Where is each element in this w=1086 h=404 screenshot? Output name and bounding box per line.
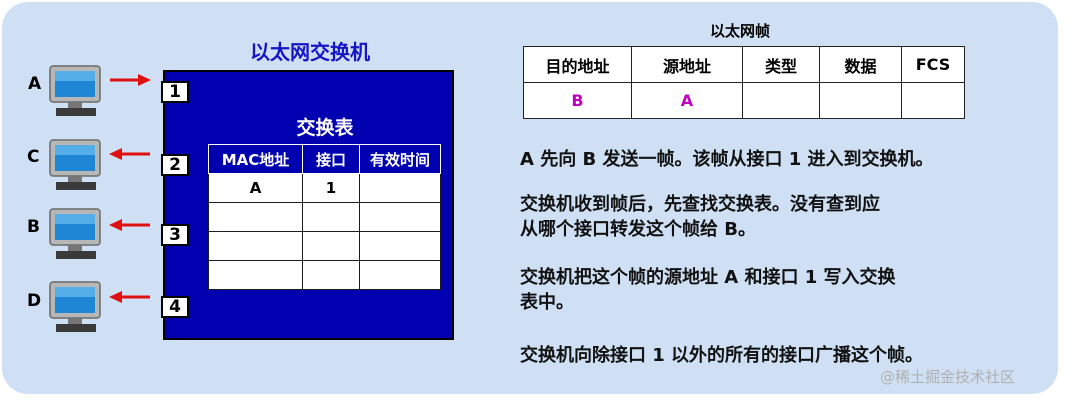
computer-a-icon <box>49 65 101 116</box>
table-row <box>208 231 441 261</box>
cell-time <box>359 260 441 290</box>
host-label-a: A <box>28 74 42 94</box>
description-line: 表中。 <box>520 292 574 313</box>
port-3: 3 <box>161 224 189 246</box>
table-row <box>208 260 441 290</box>
frame-value-type <box>742 82 820 119</box>
description-step-3: 交换机把这个帧的源地址 A 和接口 1 写入交换 表中。 <box>520 265 896 315</box>
description-line: 交换机向除接口 1 以外的所有的接口广播这个帧。 <box>520 345 924 366</box>
frame-title: 以太网帧 <box>709 22 770 40</box>
port-1: 1 <box>161 81 189 103</box>
cell-mac: A <box>208 173 303 203</box>
switch-title: 以太网交换机 <box>250 40 370 64</box>
cell-time <box>359 202 441 232</box>
computer-c-icon <box>49 139 101 190</box>
frame-header-data: 数据 <box>819 46 902 83</box>
frame-value-data <box>819 82 902 119</box>
frame-value-src: A <box>631 82 743 119</box>
description-step-4: 交换机向除接口 1 以外的所有的接口广播这个帧。 <box>520 343 923 368</box>
cell-mac <box>208 231 303 261</box>
host-label-d: D <box>27 291 42 311</box>
frame-header-src: 源地址 <box>631 46 743 83</box>
cell-mac <box>208 260 303 290</box>
table-row: A 1 <box>208 173 441 203</box>
col-port: 接口 <box>302 144 360 174</box>
cell-port <box>302 202 360 232</box>
description-step-1: A 先向 B 发送一帧。该帧从接口 1 进入到交换机。 <box>520 147 934 172</box>
cell-mac <box>208 202 303 232</box>
cell-port <box>302 231 360 261</box>
frame-header-type: 类型 <box>742 46 820 83</box>
table-row <box>208 202 441 232</box>
switch-table-title: 交换表 <box>296 117 354 139</box>
computer-b-icon <box>49 208 101 259</box>
arrow-left-icon <box>109 148 150 160</box>
arrow-left-icon <box>109 219 150 231</box>
frame-header-dest: 目的地址 <box>523 46 632 83</box>
host-label-c: C <box>27 147 40 167</box>
description-line: A 先向 B 发送一帧。该帧从接口 1 进入到交换机。 <box>520 149 934 170</box>
port-2: 2 <box>161 154 189 176</box>
cell-time <box>359 231 441 261</box>
arrow-right-icon <box>110 74 151 86</box>
host-label-b: B <box>27 217 40 237</box>
col-valid-time: 有效时间 <box>359 144 441 174</box>
col-mac: MAC地址 <box>208 144 303 174</box>
switch-table: MAC地址 接口 有效时间 A 1 <box>208 144 441 290</box>
description-line: 从哪个接口转发这个帧给 B。 <box>520 219 756 240</box>
cell-time <box>359 173 441 203</box>
arrow-left-icon <box>109 291 150 303</box>
watermark: @稀土掘金技术社区 <box>880 368 1016 386</box>
computer-d-icon <box>49 281 101 332</box>
cell-port <box>302 260 360 290</box>
frame-value-dest: B <box>523 82 632 119</box>
port-4: 4 <box>161 296 189 318</box>
frame-value-fcs <box>901 82 965 119</box>
cell-port: 1 <box>302 173 360 203</box>
description-line: 交换机收到帧后，先查找交换表。没有查到应 <box>520 194 880 215</box>
description-line: 交换机把这个帧的源地址 A 和接口 1 写入交换 <box>520 267 896 288</box>
frame-header-fcs: FCS <box>901 46 965 83</box>
description-step-2: 交换机收到帧后，先查找交换表。没有查到应 从哪个接口转发这个帧给 B。 <box>520 192 880 242</box>
frame-table: 目的地址 源地址 类型 数据 FCS B A <box>523 46 965 119</box>
